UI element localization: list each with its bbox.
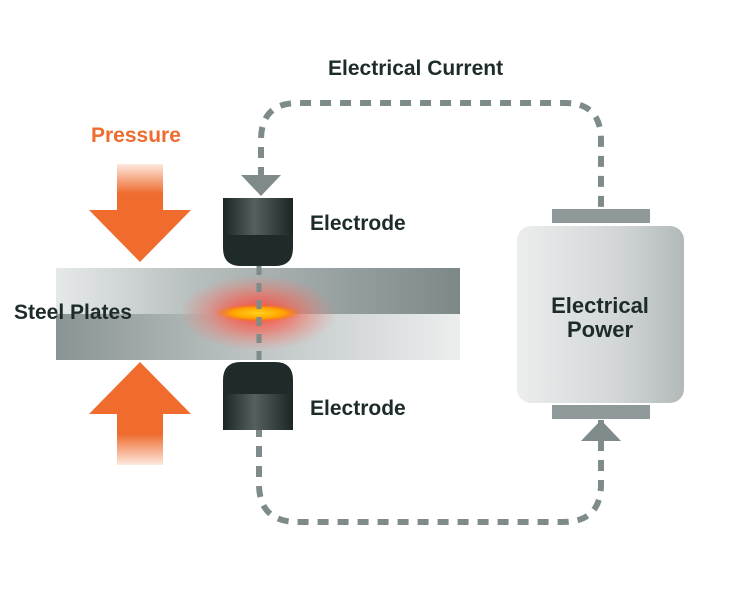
electrical-power-label: Electrical Power — [520, 294, 680, 342]
electrical-power-unit — [517, 209, 684, 419]
electrode-top-label: Electrode — [310, 212, 406, 235]
electrode-bottom-label: Electrode — [310, 397, 406, 420]
weld-core — [214, 304, 302, 322]
current-arrow-icon — [241, 175, 281, 196]
electrical-current-label: Electrical Current — [328, 57, 504, 80]
power-label-line1: Electrical — [551, 293, 649, 318]
pressure-label: Pressure — [91, 124, 181, 147]
steel-plates-label: Steel Plates — [14, 301, 132, 324]
electrode-top — [223, 198, 293, 266]
pressure-arrow-up-icon — [89, 362, 191, 465]
current-path — [256, 100, 604, 525]
current-arrow-icon — [581, 420, 621, 441]
power-label-line2: Power — [566, 317, 634, 342]
electrode-bottom — [223, 362, 293, 430]
pressure-arrow-down-icon — [89, 164, 191, 262]
